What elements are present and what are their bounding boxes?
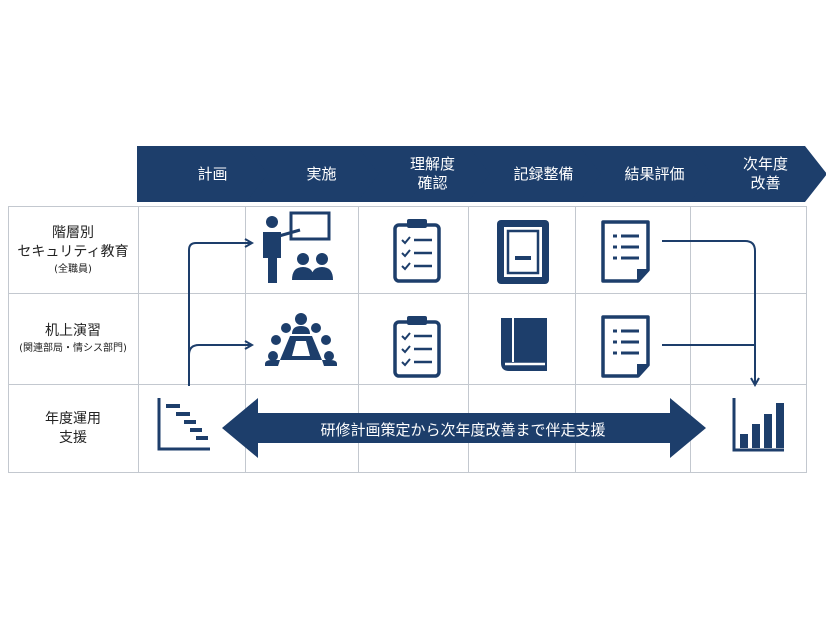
row-title: 階層別 セキュリティ教育: [17, 224, 129, 260]
record-book-icon: [501, 318, 547, 371]
clipboard-checklist-icon: [393, 219, 441, 283]
step-label: 記録整備: [513, 164, 574, 183]
report-document-icon: [601, 315, 650, 378]
row-label-annual-support: 年度運用 支援: [8, 385, 138, 472]
report-document-icon: [601, 220, 650, 283]
step-label: 実施: [306, 164, 337, 183]
row-subtitle: (全職員): [54, 263, 92, 275]
support-double-arrow: [222, 398, 706, 458]
flow-arrow-evaluate-to-improve-1: [662, 240, 755, 385]
flow-arrow-to-training: [188, 243, 252, 386]
meeting-table-icon: [265, 313, 337, 366]
row-title: 年度運用 支援: [45, 410, 101, 446]
step-label: 次年度 改善: [742, 155, 788, 192]
step-label: 計画: [197, 164, 228, 183]
step-chevron-check: 理解度 確認: [357, 146, 494, 202]
clipboard-checklist-icon: [393, 316, 441, 378]
row-title: 机上演習: [45, 323, 101, 339]
step-label: 理解度 確認: [409, 155, 455, 192]
gantt-chart-icon: [157, 398, 210, 451]
step-chevron-evaluate: 結果評価: [579, 146, 716, 202]
step-label: 結果評価: [624, 164, 685, 183]
row-subtitle: (関連部局・情シス部門): [19, 343, 127, 354]
support-banner-text: 研修計画策定から次年度改善まで伴走支援: [320, 420, 606, 439]
step-chevron-record: 記録整備: [468, 146, 605, 202]
bar-chart-icon: [732, 398, 784, 452]
row-label-tiered-training: 階層別 セキュリティ教育 (全職員): [8, 207, 138, 293]
presenter-icon: [263, 211, 333, 283]
row-label-tabletop-exercise: 机上演習 (関連部局・情シス部門): [8, 294, 138, 384]
flow-arrow-to-tabletop: [188, 345, 252, 356]
step-chevron-plan: 計画: [137, 146, 274, 202]
step-chevron-execute: 実施: [246, 146, 383, 202]
record-book-icon: [497, 220, 549, 284]
step-chevron-improve: 次年度 改善: [690, 146, 826, 202]
